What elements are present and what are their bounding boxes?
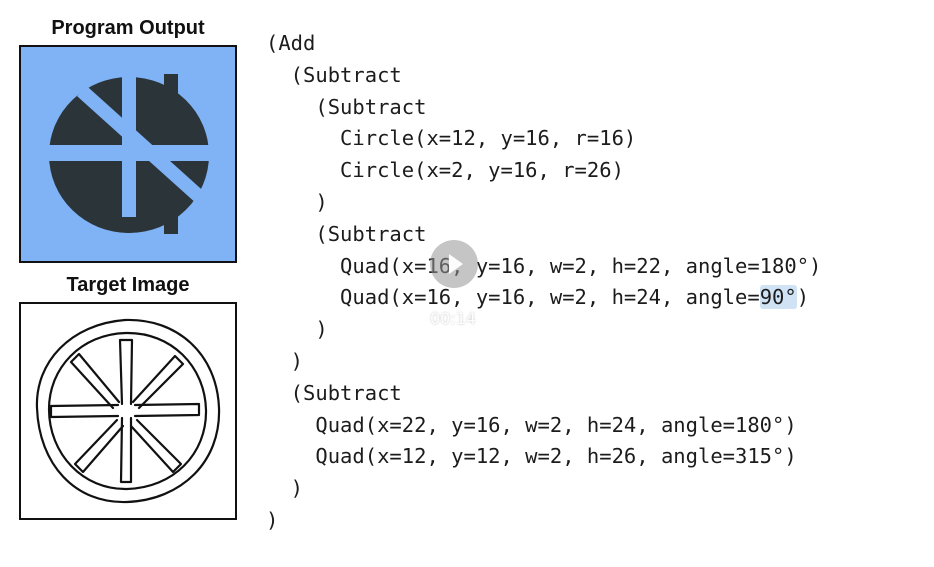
code-line-suffix: ) [796, 285, 810, 310]
target-inner-rim [47, 331, 208, 491]
target-outer-rim [35, 318, 221, 504]
code-line: Quad(x=22, y=16, w=2, h=24, angle=180°) [266, 412, 797, 437]
code-line: ) [266, 507, 279, 532]
target-spoke-northeast [131, 354, 185, 410]
target-spoke-north [118, 338, 134, 406]
code-line: (Subtract [266, 94, 427, 119]
target-spoke-southwest [73, 418, 125, 474]
code-line-prefix: Quad(x=16, y=16, w=2, h=24, angle= [266, 285, 760, 310]
target-spoke-northwest [69, 352, 121, 410]
target-spoke-east [133, 402, 201, 418]
target-spoke-south [119, 416, 133, 484]
code-line: Circle(x=2, y=16, r=26) [266, 158, 624, 183]
code-line-highlighted: Quad(x=16, y=16, w=2, h=24, angle=90°) [266, 282, 821, 314]
video-timestamp: 00:14 [429, 309, 477, 328]
code-line: ) [266, 348, 304, 373]
play-icon[interactable] [430, 240, 478, 288]
code-line: ) [266, 317, 328, 342]
output-vertical-cut [122, 77, 136, 217]
target-spoke-southeast [129, 418, 183, 474]
program-code: (Add (Subtract (Subtract Circle(x=12, y=… [266, 28, 821, 537]
program-output-image [21, 47, 235, 261]
code-line: Quad(x=12, y=12, w=2, h=26, angle=315°) [266, 444, 797, 469]
code-line: Quad(x=16, y=16, w=2, h=22, angle=180°) [266, 253, 822, 278]
code-line: (Subtract [266, 380, 402, 405]
code-line: ) [266, 476, 304, 501]
program-output-canvas [19, 45, 237, 263]
code-line: (Add [266, 31, 316, 55]
code-line: (Subtract [266, 221, 427, 246]
target-image-canvas [19, 302, 237, 520]
target-image-title: Target Image [66, 274, 190, 296]
target-spoke-west [49, 403, 120, 419]
highlighted-angle: 90° [759, 285, 797, 310]
program-output-title: Program Output [51, 17, 205, 39]
target-wheel-drawing [35, 318, 221, 504]
output-diagonal-cut [77, 85, 206, 204]
code-line: ) [266, 189, 328, 214]
code-line: Circle(x=12, y=16, r=16) [266, 126, 637, 151]
code-line: (Subtract [266, 62, 402, 87]
